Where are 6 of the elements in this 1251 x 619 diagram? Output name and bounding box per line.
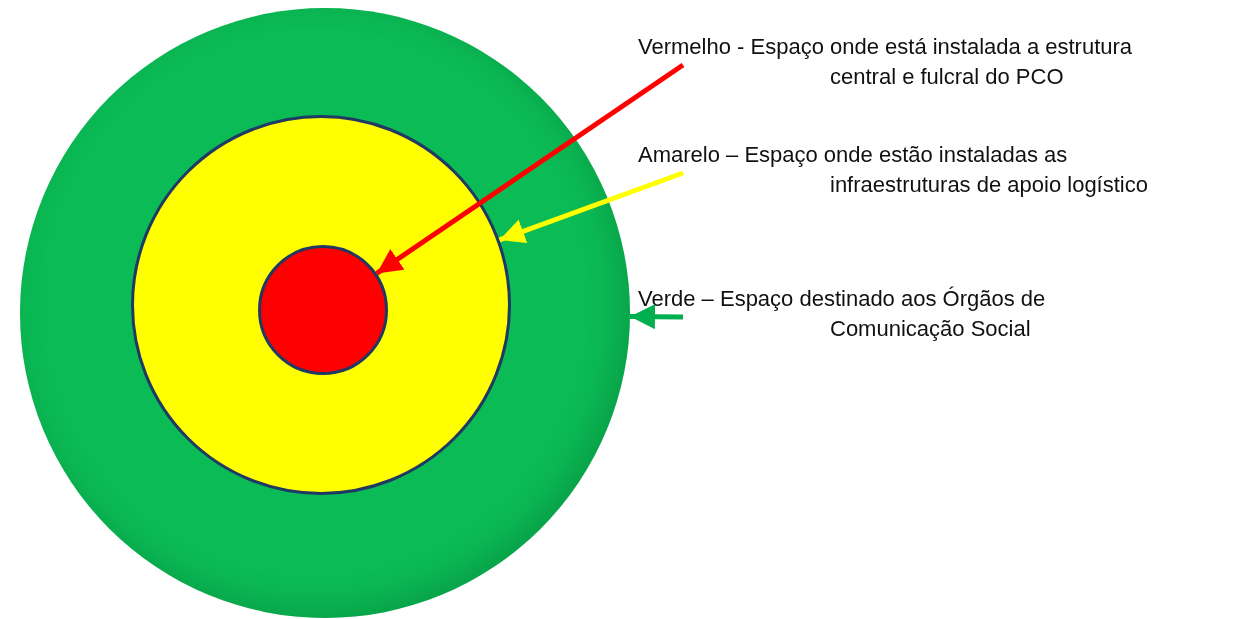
arrow bbox=[498, 170, 684, 244]
description-text: Verde – Espaço destinado aos Órgãos de Comunicação Social bbox=[638, 284, 1078, 344]
arrow bbox=[375, 62, 685, 276]
description-text: Amarelo – Espaço onde estão instaladas as infraestruturas de apoio logístico bbox=[638, 140, 1148, 200]
arrow bbox=[629, 304, 684, 330]
description-text: Vermelho - Espaço onde está instalada a estrutura central e fulcral do PCO bbox=[638, 32, 1168, 92]
